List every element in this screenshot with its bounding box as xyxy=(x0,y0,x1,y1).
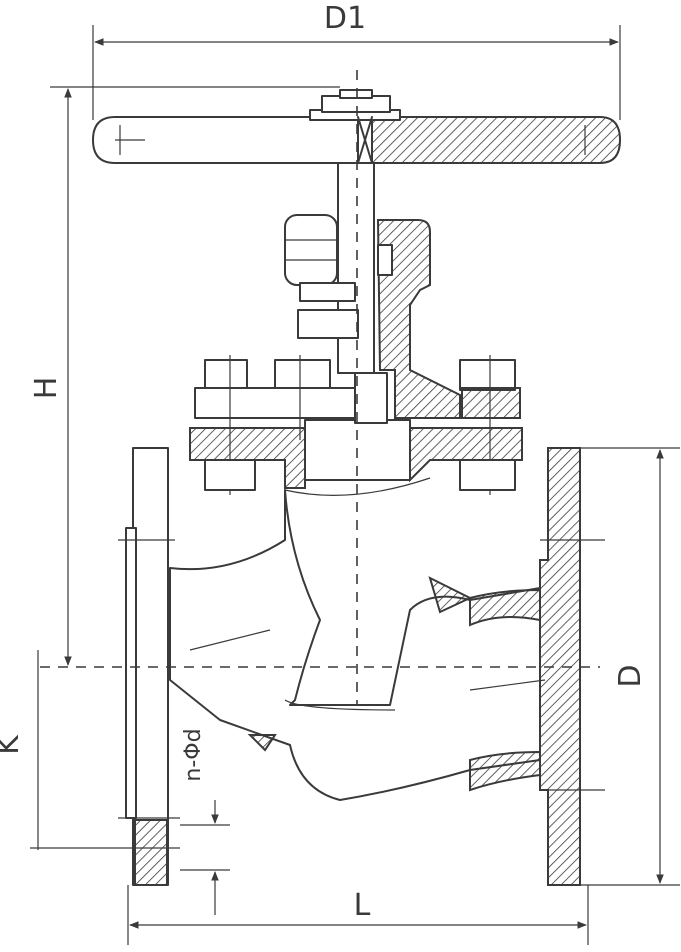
dimension-h: H xyxy=(29,86,340,666)
label-k: K xyxy=(0,734,26,755)
valve-stem xyxy=(337,162,375,374)
label-d1: D1 xyxy=(324,1,366,36)
label-n-phi-d: n-Φd xyxy=(181,728,206,781)
dimension-d1: D1 xyxy=(92,1,621,120)
label-l: L xyxy=(354,888,371,923)
dimension-d: D xyxy=(580,447,680,886)
yoke xyxy=(284,214,461,419)
bonnet-bolts xyxy=(194,355,521,495)
label-h: H xyxy=(29,377,64,400)
label-d: D xyxy=(613,664,648,687)
right-flange xyxy=(539,447,605,886)
dimension-l: L xyxy=(127,885,589,945)
dimension-k: K xyxy=(0,650,180,850)
valve-body xyxy=(169,477,546,801)
dimension-bolt-holes: n-Φd xyxy=(180,728,230,915)
handwheel xyxy=(92,89,622,164)
